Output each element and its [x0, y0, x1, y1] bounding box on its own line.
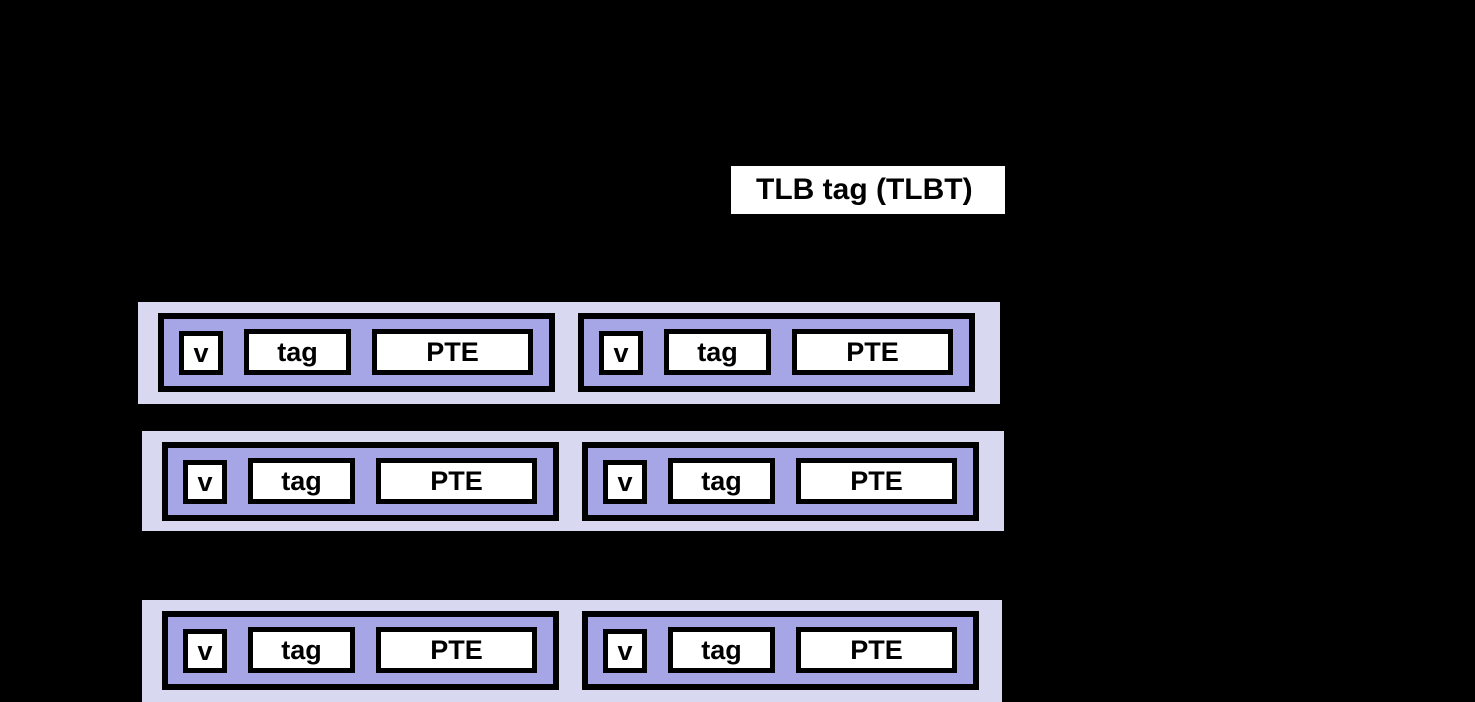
valid-field: v	[603, 629, 647, 673]
tlb-set-row-1: v tag PTE v tag PTE	[142, 431, 1004, 531]
tlb-set-row-0: v tag PTE v tag PTE	[138, 302, 1000, 404]
pte-field: PTE	[792, 329, 953, 375]
tag-field: tag	[668, 627, 775, 673]
pte-field: PTE	[796, 627, 957, 673]
pte-field: PTE	[372, 329, 533, 375]
tlb-entry: v tag PTE	[582, 442, 979, 521]
valid-field: v	[603, 460, 647, 504]
pte-field: PTE	[796, 458, 957, 504]
tlb-entry: v tag PTE	[162, 611, 559, 690]
tlb-entry: v tag PTE	[582, 611, 979, 690]
valid-field: v	[183, 460, 227, 504]
tag-field: tag	[668, 458, 775, 504]
tlb-set-row-2: v tag PTE v tag PTE	[142, 600, 1002, 702]
valid-field: v	[179, 331, 223, 375]
tlb-entry: v tag PTE	[158, 313, 555, 392]
tlb-entry: v tag PTE	[578, 313, 975, 392]
tlb-entry: v tag PTE	[162, 442, 559, 521]
valid-field: v	[183, 629, 227, 673]
tlb-tag-label-box: TLB tag (TLBT)	[731, 166, 1005, 214]
tlb-tag-label: TLB tag (TLBT)	[756, 173, 973, 206]
tag-field: tag	[664, 329, 771, 375]
tag-field: tag	[248, 458, 355, 504]
tag-field: tag	[244, 329, 351, 375]
tag-field: tag	[248, 627, 355, 673]
valid-field: v	[599, 331, 643, 375]
pte-field: PTE	[376, 458, 537, 504]
pte-field: PTE	[376, 627, 537, 673]
